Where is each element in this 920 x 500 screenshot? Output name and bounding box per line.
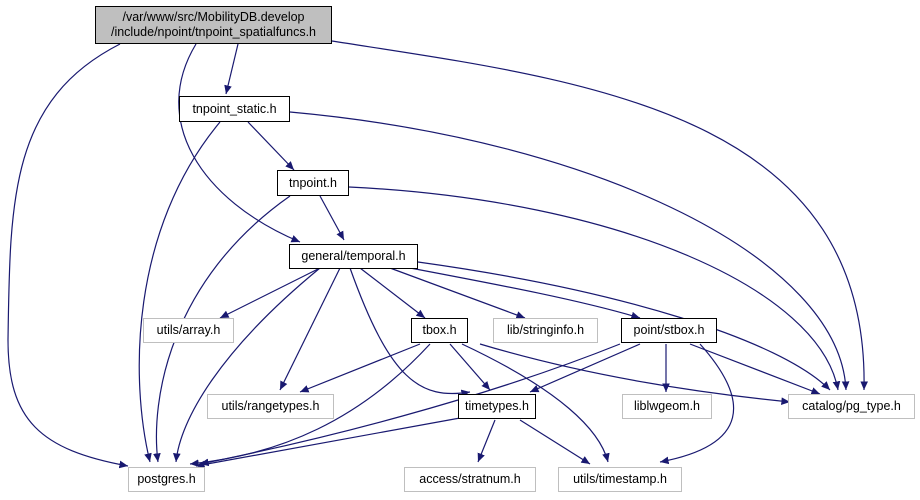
edge-temporal-postgres xyxy=(173,267,321,463)
node-timetypes[interactable]: timetypes.h xyxy=(458,394,536,419)
edge-temporal-tbox xyxy=(359,267,426,319)
node-rangetypes[interactable]: utils/rangetypes.h xyxy=(207,394,334,419)
edge-static-pg-type xyxy=(289,111,850,391)
node-postgres[interactable]: postgres.h xyxy=(128,467,205,492)
edge-stbox-postgres xyxy=(199,343,621,467)
edge-tbox-pg-type xyxy=(479,343,791,405)
edge-stbox-pg-type xyxy=(689,343,821,395)
edge-tbox-timetypes xyxy=(449,343,491,391)
edge-tnpoint-temporal xyxy=(319,195,345,241)
node-pg-type[interactable]: catalog/pg_type.h xyxy=(788,394,915,419)
edge-temporal-array xyxy=(219,267,321,319)
edge-stbox-timestamp xyxy=(659,343,735,465)
node-stringinfo[interactable]: lib/stringinfo.h xyxy=(493,318,598,343)
node-stbox[interactable]: point/stbox.h xyxy=(621,318,717,343)
edge-tbox-rangetypes xyxy=(299,343,421,393)
edge-static-postgres xyxy=(138,121,221,463)
edge-timetypes-timestamp xyxy=(519,419,591,465)
edge-static-tnpoint xyxy=(247,121,295,171)
edge-root-pg-type xyxy=(331,40,869,391)
edge-temporal-timetypes xyxy=(349,267,471,398)
edge-tnpoint-pg-type xyxy=(348,186,841,391)
edge-root-postgres xyxy=(7,43,129,469)
node-tbox[interactable]: tbox.h xyxy=(411,318,468,343)
edge-temporal-stringinfo xyxy=(389,267,526,319)
edge-tbox-timestamp xyxy=(461,343,610,463)
node-liblwgeom[interactable]: liblwgeom.h xyxy=(622,394,712,419)
edge-timetypes-stratnum xyxy=(477,419,496,463)
node-tnpoint-static[interactable]: tnpoint_static.h xyxy=(179,96,290,122)
node-root-line2: /include/npoint/tnpoint_spatialfuncs.h xyxy=(110,25,316,39)
edge-temporal-stbox xyxy=(404,266,641,320)
node-tnpoint-spatialfuncs[interactable]: /var/www/src/MobilityDB.develop /include… xyxy=(95,6,332,44)
node-root-line1: /var/www/src/MobilityDB.develop xyxy=(122,10,305,24)
edge-timetypes-postgres xyxy=(195,417,461,469)
node-tnpoint[interactable]: tnpoint.h xyxy=(277,170,349,196)
edge-temporal-rangetypes xyxy=(279,267,341,391)
edge-stbox-timetypes xyxy=(529,343,641,393)
edge-root-tnpoint-static xyxy=(224,43,239,95)
node-stratnum[interactable]: access/stratnum.h xyxy=(404,467,536,492)
edge-temporal-pg-type xyxy=(417,261,831,391)
node-temporal[interactable]: general/temporal.h xyxy=(289,244,418,269)
node-array[interactable]: utils/array.h xyxy=(143,318,234,343)
edge-root-temporal xyxy=(178,43,301,243)
node-timestamp[interactable]: utils/timestamp.h xyxy=(558,467,682,492)
